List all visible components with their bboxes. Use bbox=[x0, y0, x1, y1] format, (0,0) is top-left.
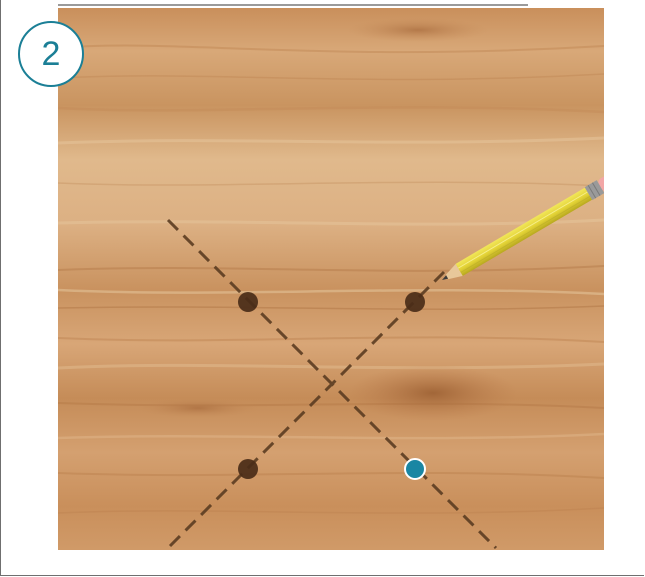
wood-knot bbox=[348, 18, 488, 42]
hole-mark bbox=[405, 292, 425, 312]
wood-knot bbox=[138, 398, 258, 418]
wood-board bbox=[58, 8, 604, 550]
step-number: 2 bbox=[41, 34, 61, 73]
wood-grain bbox=[58, 44, 604, 514]
pencil-icon bbox=[442, 175, 604, 280]
hole-marks bbox=[238, 292, 426, 480]
hole-mark-selected[interactable] bbox=[404, 458, 426, 480]
marking-lines bbox=[166, 218, 498, 550]
step-number-badge: 2 bbox=[18, 21, 84, 87]
hole-mark bbox=[238, 292, 258, 312]
wood-surface bbox=[58, 8, 604, 550]
hole-mark bbox=[238, 459, 258, 479]
wood-knot bbox=[348, 365, 518, 421]
top-divider bbox=[58, 4, 528, 6]
